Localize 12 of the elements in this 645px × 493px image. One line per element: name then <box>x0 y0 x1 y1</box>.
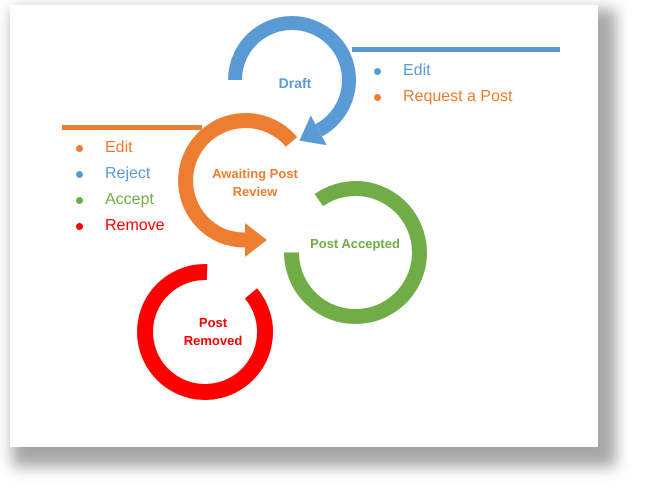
stage-label: Post Removed <box>182 314 244 350</box>
action-item: Accept <box>105 190 154 210</box>
action-item: Edit <box>403 61 431 81</box>
action-item: Edit <box>105 138 133 158</box>
action-item: Request a Post <box>403 87 512 107</box>
arrow <box>300 112 341 145</box>
action-item: Remove <box>105 216 165 236</box>
arrow <box>226 223 267 257</box>
action-item: Reject <box>105 164 150 184</box>
stage-label: Draft <box>278 74 312 92</box>
stage-label: Awaiting Post Review <box>211 165 299 201</box>
stage-label: Post Accepted <box>310 235 400 253</box>
